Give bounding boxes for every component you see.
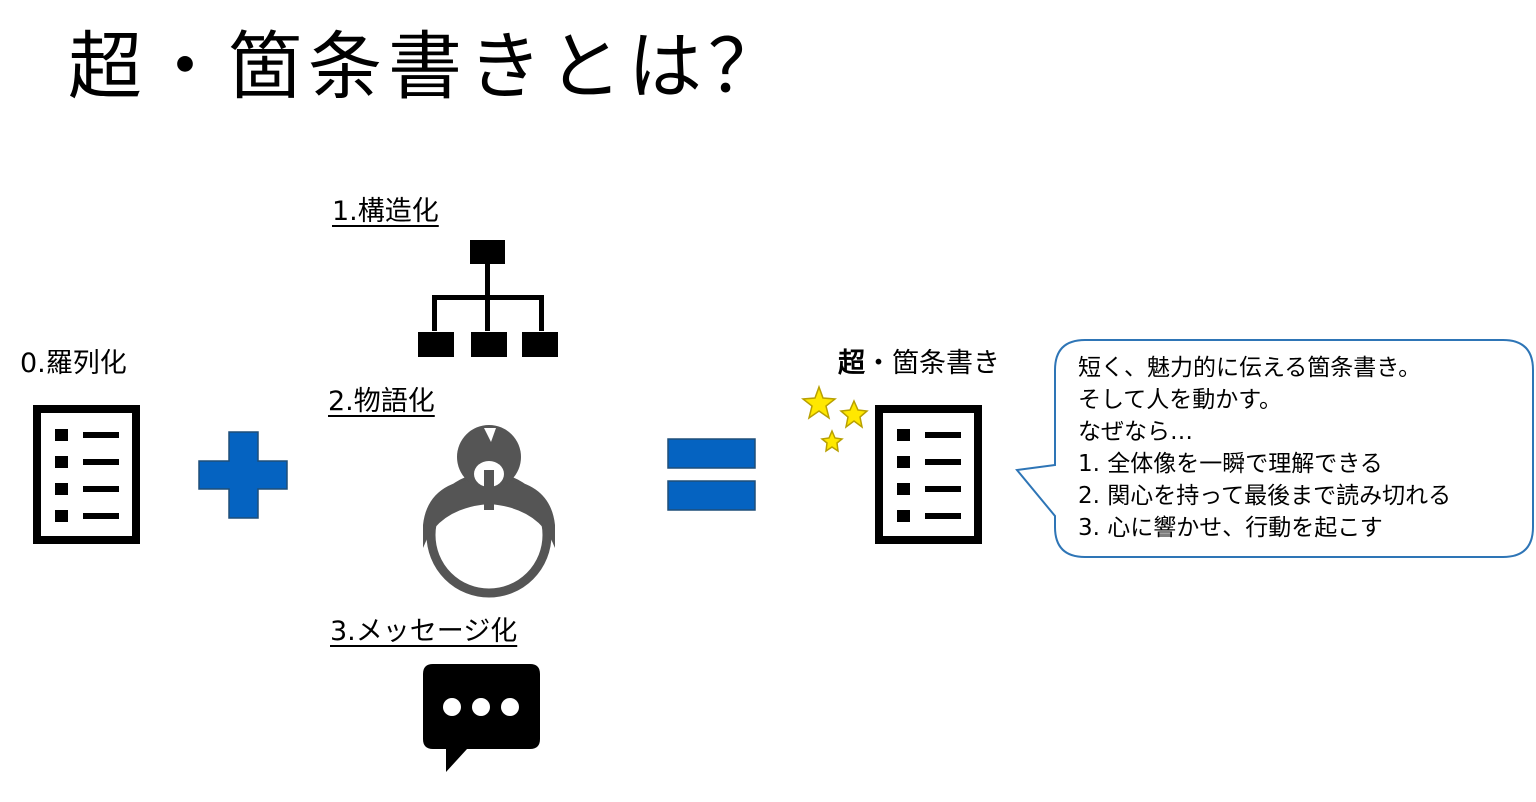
callout-line: そして人を動かす。: [1078, 387, 1283, 413]
result-label: 超・箇条書き: [838, 350, 1000, 377]
callout-line: 1. 全体像を一瞬で理解できる: [1078, 451, 1383, 477]
result-label-rest: ・箇条書き: [865, 348, 1000, 379]
plus-icon: [198, 431, 288, 519]
callout-line: 短く、魅力的に伝える箇条書き。: [1078, 355, 1422, 381]
callout-line: 3. 心に響かせ、行動を起こす: [1078, 515, 1383, 541]
hierarchy-icon: [418, 240, 558, 357]
stars-icon: [801, 384, 869, 453]
list-document-icon: [33, 405, 140, 544]
equals-icon: [667, 438, 756, 511]
page-title: 超・箇条書きとは？: [68, 24, 788, 110]
callout-line: 2. 関心を持って最後まで読み切れる: [1078, 483, 1452, 509]
callout-bubble: [1015, 339, 1534, 558]
callout-line: なぜなら…: [1078, 419, 1193, 445]
speech-bubble-icon: [423, 664, 540, 772]
storyteller-icon: [423, 425, 555, 598]
step-0-label: 0.羅列化: [20, 348, 127, 379]
step-1-label: 1.構造化: [332, 196, 439, 227]
result-label-bold: 超: [838, 348, 865, 379]
callout-text: 短く、魅力的に伝える箇条書き。 そして人を動かす。 なぜなら… 1. 全体像を一…: [1078, 352, 1451, 544]
result-list-document-icon: [875, 405, 982, 544]
step-2-label: 2.物語化: [328, 386, 435, 417]
step-3-label: 3.メッセージ化: [330, 616, 518, 647]
